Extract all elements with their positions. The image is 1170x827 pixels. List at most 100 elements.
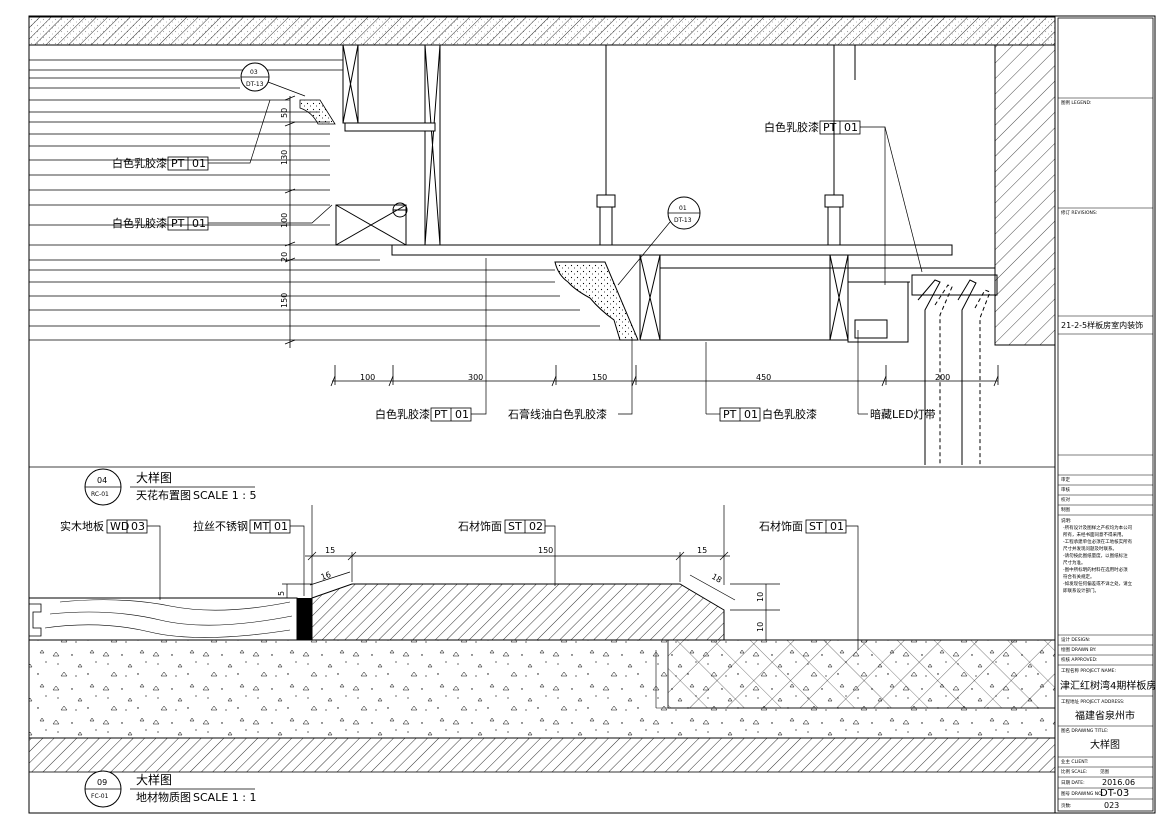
svg-text:MT: MT [253,520,269,533]
svg-text:-图中所标明的材料在选用时必须: -图中所标明的材料在选用时必须 [1063,566,1128,573]
dim-v-130: 130 [280,150,289,165]
dim-h-200: 200 [935,373,950,382]
dim-5: 5 [277,591,286,596]
label-pt01-bottom-right: PT 01 白色乳胶漆 [705,342,817,422]
dim-h-100: 100 [360,373,375,382]
svg-text:01: 01 [192,157,206,170]
title-block: 图例 LEGEND: 修订 REVISIONS: 21-2-5样板房室内装饰 审… [1057,17,1156,812]
svg-text:石膏线油白色乳胶漆: 石膏线油白色乳胶漆 [508,407,607,421]
tb-page-label: 页数: [1061,802,1072,809]
svg-text:01: 01 [830,520,844,533]
svg-text:FC-01: FC-01 [91,793,109,800]
svg-text:暗藏LED灯带: 暗藏LED灯带 [870,407,936,421]
svg-text:02: 02 [529,520,543,533]
label-pt01-upper-right: 白色乳胶漆 PT 01 [764,120,923,285]
svg-text:拉丝不锈钢: 拉丝不锈钢 [193,519,248,533]
hanger-rods [392,45,856,246]
dim-18: 18 [710,572,723,585]
svg-text:-如发现任何偏差或不详之处，请立: -如发现任何偏差或不详之处，请立 [1063,580,1133,587]
stone-st02 [311,583,725,641]
dim-10-lower: 10 [756,622,765,632]
sheet-border [28,15,1156,814]
svg-text:01: 01 [455,408,469,421]
svg-text:01: 01 [192,217,206,230]
dim-16: 16 [320,570,333,582]
detail-title-09: 09 FC-01 大样图 地材物质图 SCALE 1 : 1 [84,770,256,808]
ceiling-detail: 100 300 150 450 200 50 130 100 20 150 03… [28,16,1056,506]
wood-floor [28,597,298,641]
svg-text:天花布置图: 天花布置图 [136,489,191,502]
floor-detail: 15 150 15 16 18 5 10 10 实木地板 WD 03 拉丝不锈钢… [28,505,1056,808]
timber-frame [335,44,995,343]
svg-text:尺寸并发现问题及时联系。: 尺寸并发现问题及时联系。 [1063,545,1117,552]
svg-text:WD: WD [110,520,129,533]
label-led: 暗藏LED灯带 [857,330,936,421]
svg-text:审核: 审核 [1061,486,1070,493]
label-pt01-left-2: 白色乳胶漆 PT 01 [112,204,333,231]
svg-text:符合有关规定。: 符合有关规定。 [1063,573,1095,580]
svg-text:大样图: 大样图 [136,470,172,485]
svg-text:尺寸为准。: 尺寸为准。 [1063,559,1086,566]
svg-text:地材物质图: 地材物质图 [136,790,191,804]
tb-sign-rows: 审定 审核 校对 制图 [1058,474,1153,516]
svg-text:石材饰面: 石材饰面 [458,519,502,533]
dim-h-450: 450 [756,373,771,382]
svg-text:ST: ST [508,520,522,533]
svg-text:实木地板: 实木地板 [60,519,104,533]
label-mt01: 拉丝不锈钢 MT 01 [193,519,305,596]
svg-text:PT: PT [171,217,185,230]
svg-text:白色乳胶漆: 白色乳胶漆 [375,407,430,421]
plaster-cornice [554,261,639,341]
dim-150: 150 [538,546,553,555]
svg-text:SCALE 1 : 1: SCALE 1 : 1 [193,791,256,804]
svg-text:-请勿按此图纸量度，以图纸标注: -请勿按此图纸量度，以图纸标注 [1063,552,1128,559]
svg-text:01: 01 [274,520,288,533]
svg-text:-所有设计及图样之产权均为本公司: -所有设计及图样之产权均为本公司 [1063,524,1132,531]
tb-scale-label: 比例 SCALE: [1061,768,1087,775]
svg-text:石材饰面: 石材饰面 [759,519,803,533]
svg-text:DT-13: DT-13 [674,217,692,224]
dim-v-150: 150 [280,293,289,308]
tb-notes: 说明: -所有设计及图样之产权均为本公司 所有，未经书面同意不得采用。 -工程承… [1061,517,1133,594]
tb-address: 福建省泉州市 [1075,709,1135,722]
steel-strip [297,598,312,640]
svg-text:PT: PT [434,408,448,421]
svg-text:01: 01 [844,121,858,134]
tb-drawing-title-label: 图名 DRAWING TITLE: [1061,727,1108,734]
svg-text:白色乳胶漆: 白色乳胶漆 [112,156,167,170]
label-st02: 石材饰面 ST 02 [458,519,556,586]
floor-dimensions [282,505,780,640]
svg-text:审定: 审定 [1061,476,1070,483]
svg-text:03: 03 [131,520,145,533]
dim-h-150: 150 [592,373,607,382]
svg-text:白色乳胶漆: 白色乳胶漆 [762,407,817,421]
dimension-line-vertical [284,95,296,348]
svg-text:PT: PT [171,157,185,170]
tb-design: 设计 DESIGN: [1061,636,1090,643]
detail-title-04: 04 RC-01 大样图 天花布置图 SCALE 1 : 5 [84,468,256,506]
dim-v-20: 20 [280,252,289,262]
svg-text:03: 03 [250,69,258,76]
callout-mid: 01 DT-13 [617,196,701,286]
tb-project-name-label: 工程名称 PROJECT NAME: [1061,667,1116,674]
dim-10-upper: 10 [756,592,765,602]
dim-15-left: 15 [325,546,335,555]
tb-page-no: 023 [1104,801,1119,810]
svg-text:白色乳胶漆: 白色乳胶漆 [112,216,167,230]
svg-text:大样图: 大样图 [136,772,172,787]
svg-text:说明:: 说明: [1061,517,1072,524]
dimension-line-horizontal [330,365,999,387]
svg-text:PT: PT [823,121,837,134]
right-wall [994,44,1056,346]
svg-text:所有，未经书面同意不得采用。: 所有，未经书面同意不得采用。 [1063,531,1126,538]
base-slab [28,737,1056,773]
label-pt01-bottom: 白色乳胶漆 PT 01 [375,258,487,422]
tb-client-label: 业主 CLIENT: [1061,758,1088,765]
tb-project-name: 津汇红树湾4期样板房 [1060,679,1156,692]
tb-checked: 校核 APPROVED: [1061,656,1097,663]
wall-lines [29,59,620,341]
svg-text:制图: 制图 [1061,506,1070,513]
tb-drawing-no: DT-03 [1100,788,1129,799]
dim-v-100: 100 [280,213,289,228]
